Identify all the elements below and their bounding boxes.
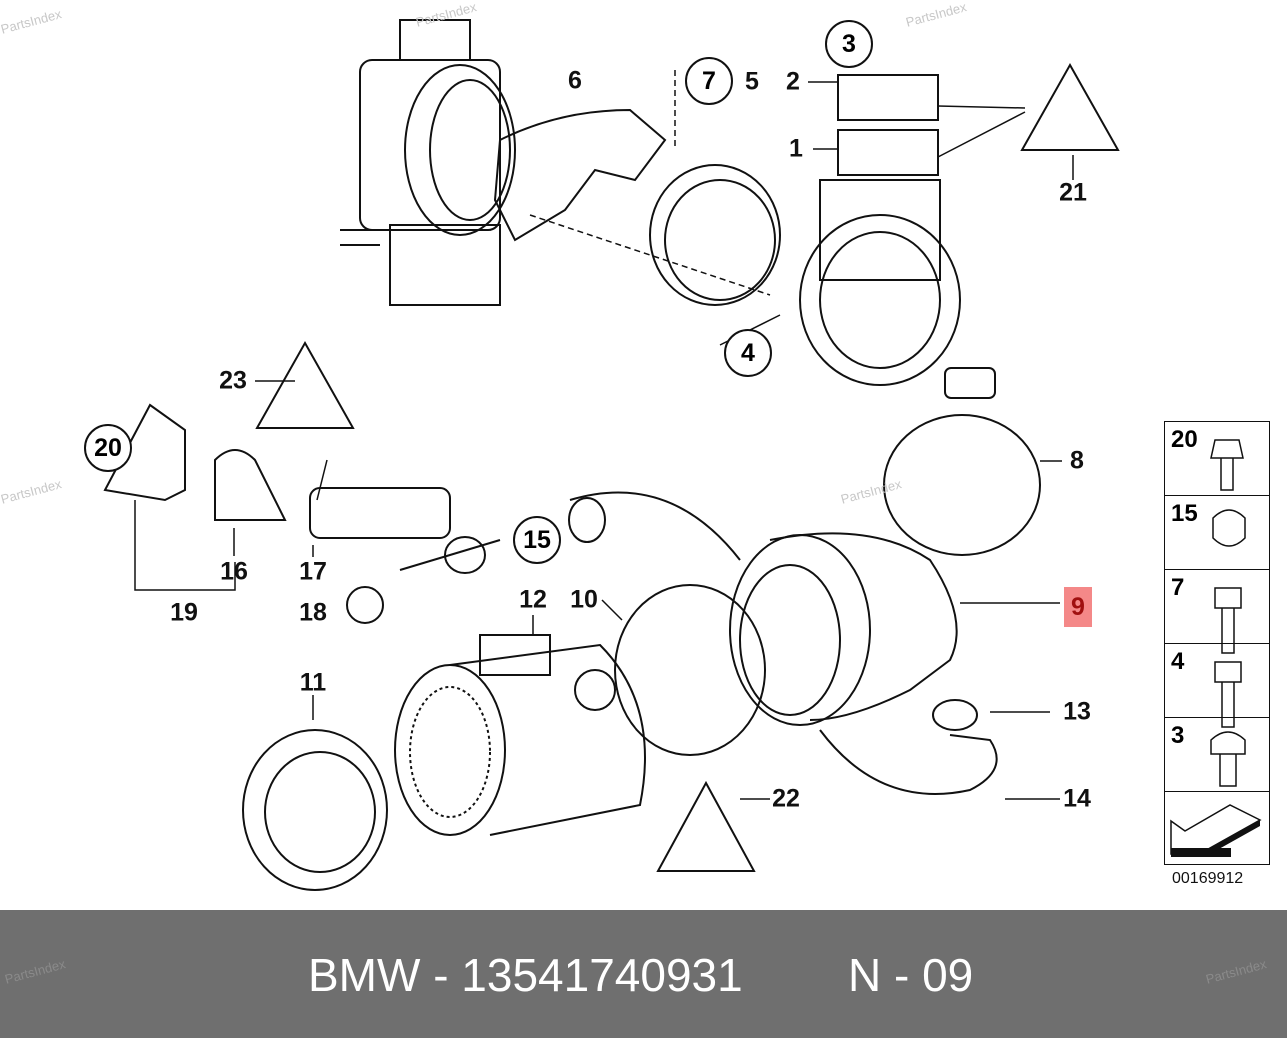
callout-19: 19 bbox=[170, 598, 198, 627]
callout-18: 18 bbox=[299, 598, 327, 627]
callout-22: 22 bbox=[772, 784, 800, 813]
brand-part-number: BMW - 13541740931 bbox=[308, 949, 743, 1001]
watermark: PartsIndex bbox=[1204, 956, 1269, 987]
ring-11 bbox=[242, 729, 388, 891]
clamp-8 bbox=[883, 367, 1041, 556]
callout-15: 15 bbox=[513, 516, 561, 564]
callout-10: 10 bbox=[570, 585, 598, 614]
callout-4: 4 bbox=[724, 329, 772, 377]
fastener-7: 7 bbox=[1165, 570, 1269, 644]
fastener-3: 3 bbox=[1165, 718, 1269, 792]
valve-17 bbox=[309, 487, 501, 624]
clip-16 bbox=[214, 449, 287, 521]
gasket bbox=[493, 108, 667, 242]
air-mass-meter-12 bbox=[394, 634, 646, 836]
parts-diagram-drawing bbox=[103, 19, 1120, 891]
callout-14: 14 bbox=[1063, 784, 1091, 813]
callout-9-highlighted[interactable]: 9 bbox=[1064, 587, 1092, 627]
callout-20: 20 bbox=[84, 424, 132, 472]
callout-3: 3 bbox=[825, 20, 873, 68]
fastener-4: 4 bbox=[1165, 644, 1269, 718]
arrow-icon bbox=[1170, 804, 1262, 857]
fastener-label: 20 bbox=[1171, 426, 1198, 453]
callout-21: 21 bbox=[1059, 178, 1087, 207]
throttle-body-left bbox=[340, 19, 516, 306]
fastener-20: 20 bbox=[1165, 422, 1269, 496]
callout-7: 7 bbox=[685, 57, 733, 105]
callout-11: 11 bbox=[299, 668, 327, 697]
callout-1: 1 bbox=[789, 134, 803, 163]
callout-17: 17 bbox=[299, 557, 327, 586]
fastener-label: 7 bbox=[1171, 574, 1185, 601]
clamp-10 bbox=[614, 584, 766, 756]
callout-12: 12 bbox=[519, 585, 547, 614]
fastener-label: 3 bbox=[1171, 722, 1185, 749]
fastener-label: 4 bbox=[1171, 648, 1185, 675]
drawing-code: 00169912 bbox=[1172, 870, 1244, 887]
watermark: PartsIndex bbox=[3, 956, 68, 987]
fastener-15: 15 bbox=[1165, 496, 1269, 570]
warning-triangle-22 bbox=[656, 780, 756, 872]
intake-boot-9 bbox=[568, 491, 998, 795]
warning-triangle-23 bbox=[255, 340, 355, 429]
callout-5: 5 bbox=[745, 67, 759, 96]
callout-16: 16 bbox=[220, 557, 248, 586]
bracket-20 bbox=[103, 403, 186, 502]
ring-5 bbox=[649, 164, 781, 306]
fastener-panel: 20 15 7 4 3 bbox=[1164, 421, 1270, 865]
callout-2: 2 bbox=[786, 67, 800, 96]
throttle-housing bbox=[799, 74, 961, 386]
fastener-label: 15 bbox=[1171, 500, 1198, 527]
callout-8: 8 bbox=[1070, 446, 1084, 475]
callout-6: 6 bbox=[568, 66, 582, 95]
footer-bar: BMW - 13541740931 N - 09 PartsIndex Part… bbox=[0, 910, 1287, 1038]
fastener-bolts-drawing bbox=[1210, 439, 1246, 787]
callout-13: 13 bbox=[1063, 697, 1091, 726]
warning-triangle-21 bbox=[1020, 62, 1120, 151]
callout-23: 23 bbox=[219, 366, 247, 395]
position-number: N - 09 bbox=[848, 949, 974, 1001]
